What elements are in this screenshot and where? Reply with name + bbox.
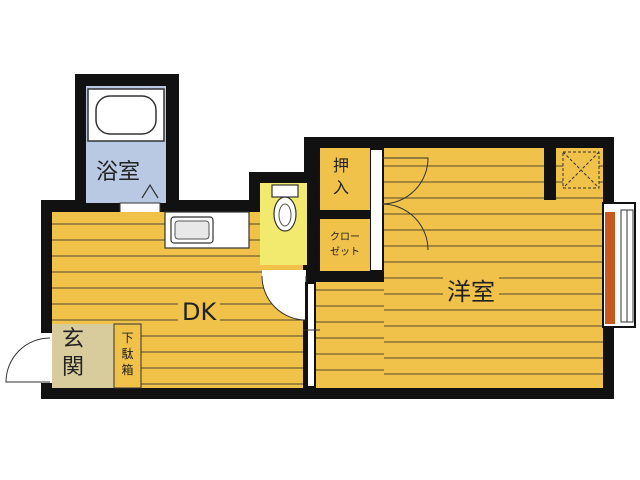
toilet-door-gap xyxy=(262,270,306,280)
closet-label-top: クロー xyxy=(330,232,360,243)
genkan-floor xyxy=(52,324,114,388)
oshiire-floor xyxy=(320,148,370,210)
genkan-label-top: 玄 xyxy=(62,327,85,352)
closet-label-bottom: ゼット xyxy=(330,247,360,258)
oshiire-label: 押 入 xyxy=(333,155,349,199)
genkan-label: 玄 関 xyxy=(62,326,84,382)
bath-door-arrow xyxy=(141,183,159,199)
bath-label: 浴室 xyxy=(96,160,141,185)
oshiire-label-top: 押 xyxy=(333,156,350,175)
toilet-icon xyxy=(271,184,299,232)
toilet-door-swing xyxy=(261,275,307,321)
storage-box-icon xyxy=(562,151,600,189)
shoebox-label-2: 駄 xyxy=(121,347,134,361)
bathtub-icon xyxy=(87,88,165,142)
closet-door-swings xyxy=(381,157,429,251)
closet-door-strip xyxy=(371,150,382,270)
window xyxy=(602,202,636,328)
dk-western-door xyxy=(308,284,314,386)
oshiire-label-bottom: 入 xyxy=(333,178,350,197)
shoebox-label: 下 駄 箱 xyxy=(118,330,137,378)
bath-door xyxy=(119,202,161,214)
dk-label: DK xyxy=(178,298,221,326)
shoebox-floor xyxy=(113,323,142,389)
genkan-label-bottom: 関 xyxy=(62,355,85,380)
entrance-door-swing xyxy=(5,337,51,383)
western-label: 洋室 xyxy=(443,272,499,307)
closet-label: クロー ゼット xyxy=(320,230,370,260)
kitchen-sink-icon xyxy=(164,211,250,249)
shoebox-label-1: 下 xyxy=(121,331,134,345)
shoebox-label-3: 箱 xyxy=(121,363,134,377)
closet-floor xyxy=(320,219,370,271)
western-pillar xyxy=(544,148,556,200)
